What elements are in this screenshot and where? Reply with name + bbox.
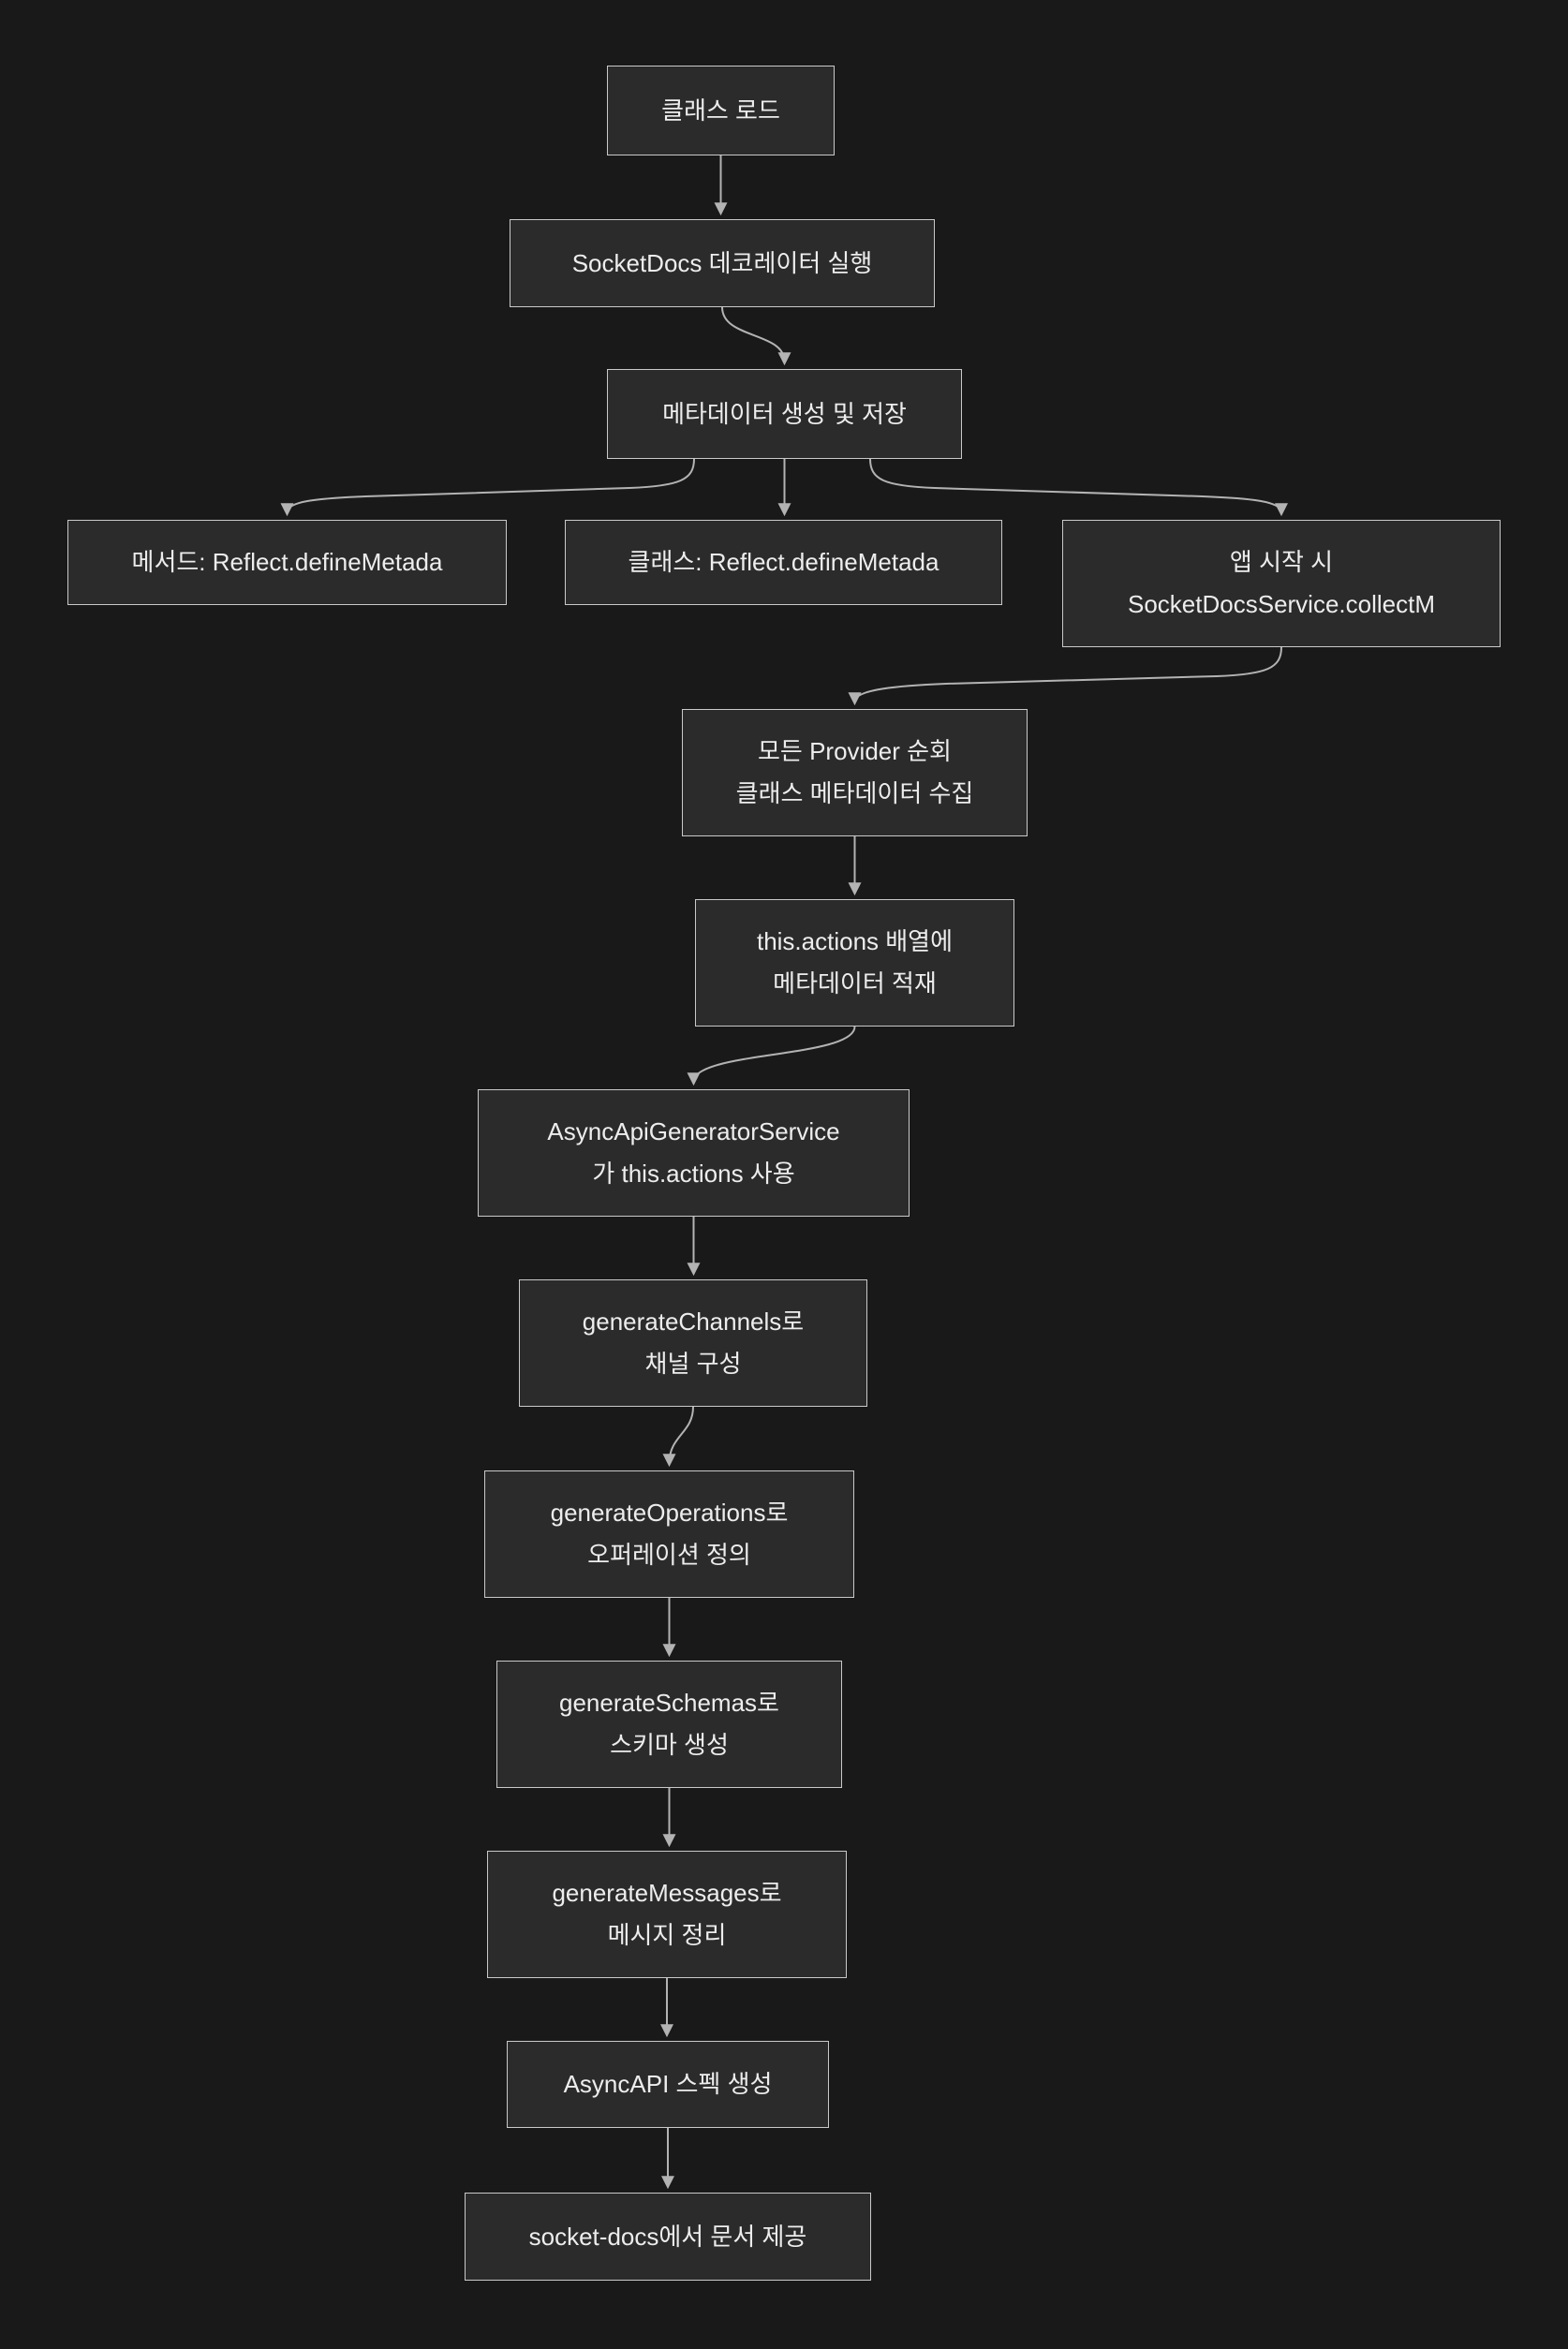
edge-metadata-to-app-start <box>869 458 1288 517</box>
node-label: 클래스: Reflect.defineMetada <box>628 548 939 576</box>
node-label: AsyncApiGeneratorService <box>547 1117 840 1145</box>
edge-decorator-to-metadata <box>721 306 791 366</box>
node-label: generateMessages로 <box>552 1879 782 1907</box>
node-this-actions-load: this.actions 배열에 메타데이터 적재 <box>695 899 1014 1027</box>
node-class-load: 클래스 로드 <box>607 66 835 155</box>
node-label: 채널 구성 <box>644 1350 742 1378</box>
node-metadata-create-store: 메타데이터 생성 및 저장 <box>607 369 962 459</box>
node-label: 앱 시작 시 <box>1229 548 1334 576</box>
node-generate-operations: generateOperations로 오퍼레이션 정의 <box>484 1470 854 1598</box>
node-label: 클래스 메타데이터 수집 <box>735 779 974 807</box>
node-class-reflect-definemetadata: 클래스: Reflect.defineMetada <box>565 520 1002 605</box>
node-label: this.actions 배열에 <box>756 927 954 955</box>
node-method-reflect-definemetadata: 메서드: Reflect.defineMetada <box>67 520 507 605</box>
node-label: 모든 Provider 순회 <box>758 737 952 765</box>
node-generate-schemas: generateSchemas로 스키마 생성 <box>496 1661 842 1788</box>
node-asyncapi-generator-service: AsyncApiGeneratorService 가 this.actions … <box>478 1089 910 1217</box>
node-socket-docs-serve: socket-docs에서 문서 제공 <box>465 2193 871 2281</box>
node-generate-messages: generateMessages로 메시지 정리 <box>487 1851 847 1978</box>
edge-app-start-to-provider-iterate <box>848 646 1282 706</box>
node-label: SocketDocsService.collectM <box>1128 590 1435 618</box>
node-label: 오퍼레이션 정의 <box>587 1541 751 1569</box>
node-label: 클래스 로드 <box>661 96 780 125</box>
node-socketdocs-decorator-run: SocketDocs 데코레이터 실행 <box>510 219 935 307</box>
node-label: generateChannels로 <box>582 1307 805 1336</box>
edge-metadata-to-method-reflect <box>280 458 695 517</box>
node-label: 메타데이터 적재 <box>773 969 937 997</box>
node-label: socket-docs에서 문서 제공 <box>528 2222 807 2251</box>
node-label: 스키마 생성 <box>610 1731 729 1759</box>
node-label: 메시지 정리 <box>607 1921 727 1949</box>
edge-generate-channels-to-generate-operations <box>662 1406 694 1468</box>
node-asyncapi-spec-create: AsyncAPI 스펙 생성 <box>507 2041 829 2128</box>
node-label: 메타데이터 생성 및 저장 <box>662 399 907 428</box>
node-label: AsyncAPI 스펙 생성 <box>563 2070 773 2098</box>
node-label: 메서드: Reflect.defineMetada <box>131 548 443 576</box>
node-generate-channels: generateChannels로 채널 구성 <box>519 1279 867 1407</box>
node-provider-iterate-collect: 모든 Provider 순회 클래스 메타데이터 수집 <box>682 709 1028 836</box>
node-label: 가 this.actions 사용 <box>592 1160 795 1188</box>
node-label: generateOperations로 <box>550 1499 789 1527</box>
node-label: SocketDocs 데코레이터 실행 <box>571 248 873 277</box>
node-label: generateSchemas로 <box>559 1689 779 1717</box>
node-app-start-collect-metadata: 앱 시작 시 SocketDocsService.collectM <box>1062 520 1501 647</box>
edge-this-actions-to-generator-service <box>687 1026 856 1086</box>
